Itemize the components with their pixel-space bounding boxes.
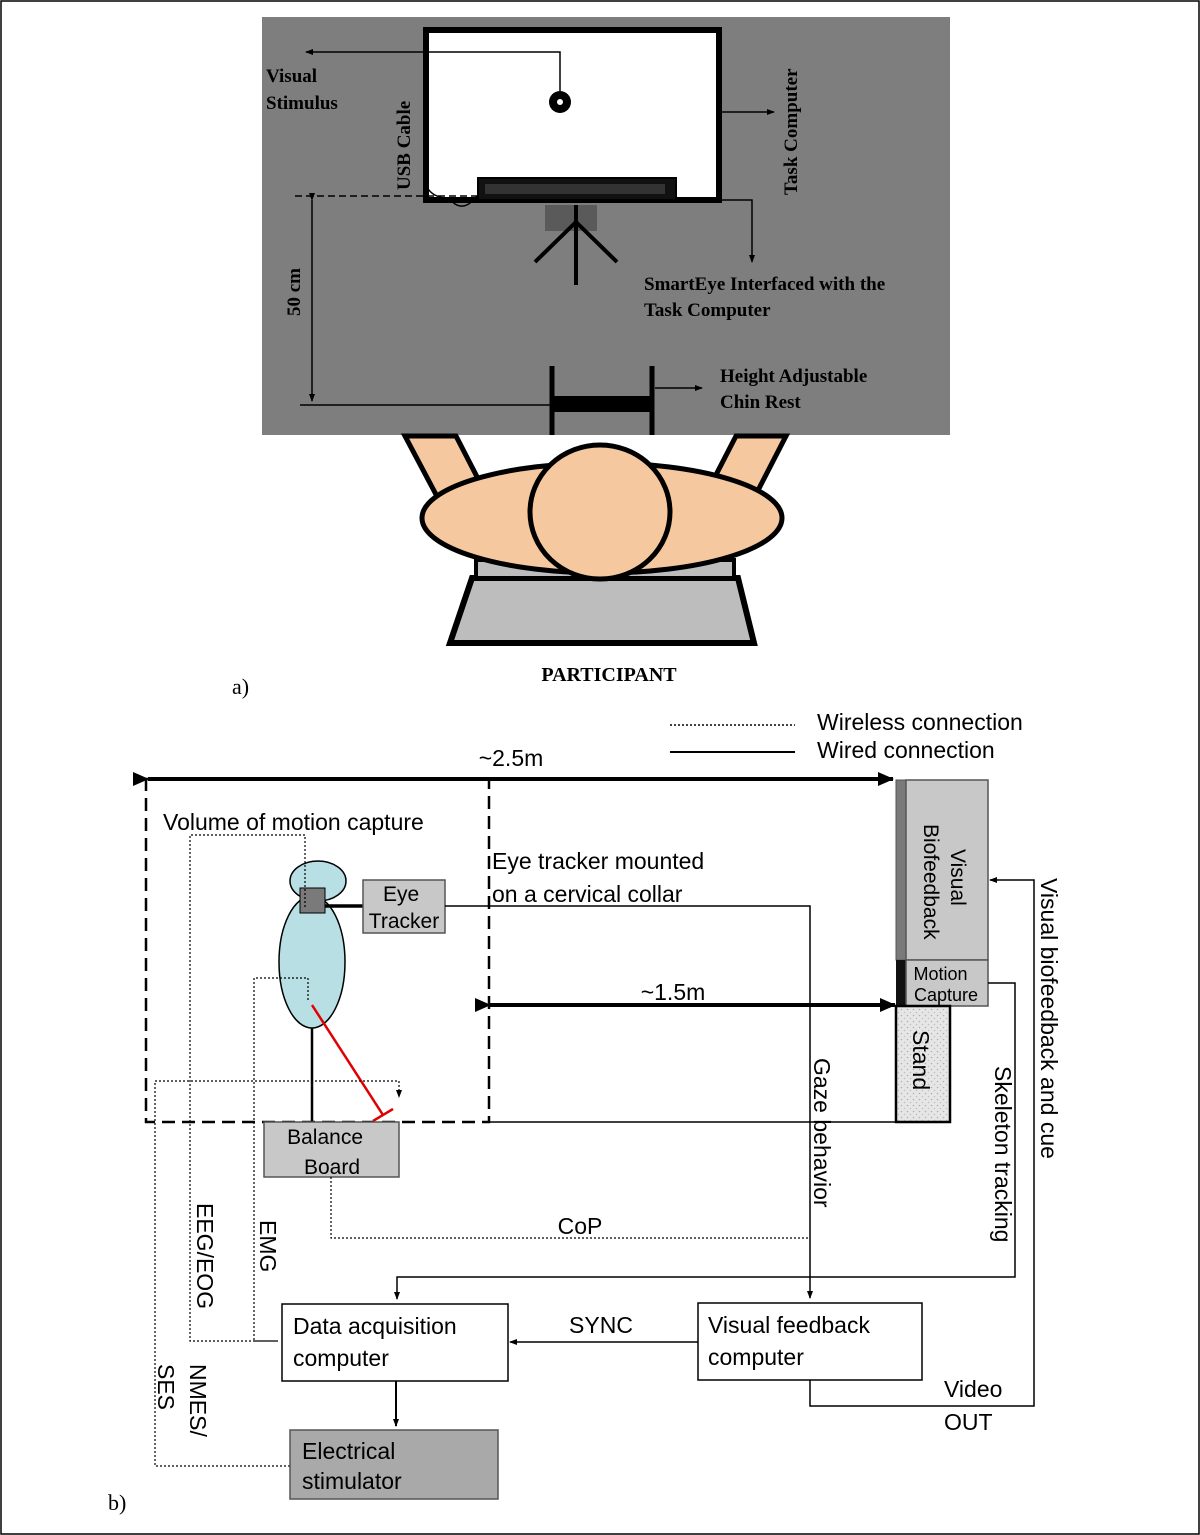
participant-label: PARTICIPANT xyxy=(541,664,677,686)
gaze-label: Gaze behavior xyxy=(809,1058,835,1208)
stand-label: Stand xyxy=(908,1030,934,1090)
cop-connection xyxy=(330,1177,808,1239)
eeg-connection xyxy=(189,834,306,1342)
distance-label: 50 cm xyxy=(284,268,305,316)
nmes-label: NMES/ SES xyxy=(153,1364,211,1443)
daq-computer-box xyxy=(281,1303,509,1382)
usb-cable-label: USB Cable xyxy=(394,101,415,190)
sway-line xyxy=(310,1004,385,1116)
panel-a-label: a) xyxy=(232,674,249,699)
chair xyxy=(445,575,758,646)
eye-tracker-note: Eye tracker mounted on a cervical collar xyxy=(492,848,711,907)
cop-label: CoP xyxy=(558,1213,603,1239)
panel-b-label: b) xyxy=(108,1490,126,1515)
legend-wireless: Wireless connection xyxy=(817,709,1023,735)
vb-cue-label: Visual biofeedback and cue xyxy=(1036,878,1062,1159)
balance-board-label: Balance Board xyxy=(287,1126,369,1179)
visual-stimulus-label: Visual Stimulus xyxy=(266,66,338,114)
smarteye-label: SmartEye Interfaced with the Task Comput… xyxy=(644,274,890,321)
visual-biofeedback-box xyxy=(905,779,989,961)
monitor xyxy=(423,27,722,203)
eye-tracker-box xyxy=(362,879,446,934)
person-body xyxy=(278,895,346,1029)
stimulator-label: Electrical stimulator xyxy=(302,1438,402,1494)
daq-computer-label: Data acquisition computer xyxy=(293,1313,463,1371)
skeleton-label: Skeleton tracking xyxy=(990,1066,1016,1242)
emg-label: EMG xyxy=(255,1220,281,1272)
panel-a: Visual Stimulus USB Cable Task Computer … xyxy=(232,17,950,699)
task-computer-label: Task Computer xyxy=(781,68,802,195)
eeg-label: EEG/EOG xyxy=(192,1203,218,1309)
distance-1-5m: ~1.5m xyxy=(641,979,706,1005)
eye-tracker-label: Eye Tracker xyxy=(369,883,439,933)
balance-board-box xyxy=(263,1121,400,1178)
stand-box xyxy=(894,1004,952,1124)
nmes-connection xyxy=(154,1080,402,1467)
motion-capture-volume xyxy=(144,777,491,1124)
gaze-connection xyxy=(445,905,813,1299)
usb-cable xyxy=(425,184,479,207)
video-out-connection xyxy=(809,877,1035,1407)
legend-wired: Wired connection xyxy=(817,737,995,763)
chin-rest-label: Height Adjustable Chin Rest xyxy=(720,366,872,413)
vf-computer-box xyxy=(697,1302,923,1381)
video-out-label: Video OUT xyxy=(944,1376,1009,1435)
distance-2-5m: ~2.5m xyxy=(479,745,544,771)
stimulator-box xyxy=(289,1429,499,1500)
emg-connection xyxy=(253,977,309,1342)
vf-computer-label: Visual feedback computer xyxy=(708,1312,876,1370)
eye-tracker-collar xyxy=(299,887,326,914)
motion-capture-label: Motion Capture xyxy=(913,964,978,1005)
skeleton-connection xyxy=(394,982,1016,1300)
visual-biofeedback-label: Visual Biofeedback xyxy=(919,824,969,940)
sync-label: SYNC xyxy=(569,1312,633,1338)
participant-head xyxy=(527,442,673,582)
volume-label: Volume of motion capture xyxy=(163,809,424,835)
panel-b: Wireless connection Wired connection ~2.… xyxy=(108,709,1062,1515)
